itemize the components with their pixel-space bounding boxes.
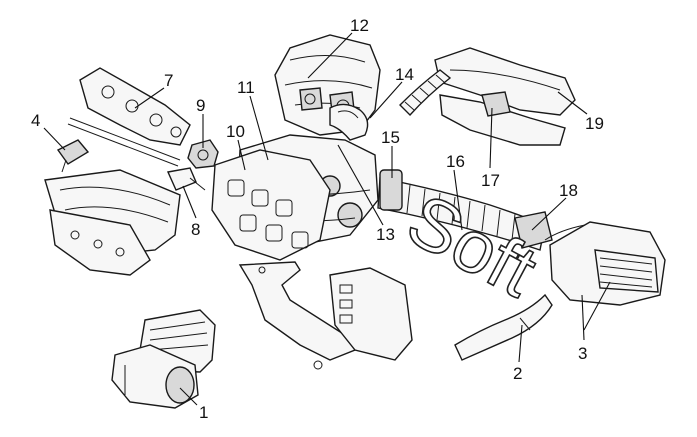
hose-clamp-part-15 [379,169,403,211]
callout-11: 11 [237,78,255,97]
callout-16: 16 [446,152,465,171]
callout-1: 1 [199,403,208,422]
leader-3 [581,294,585,341]
sensor-part-9 [187,139,219,169]
junction-part-18 [514,211,553,249]
leader-17 [489,107,493,169]
leader-7 [134,87,165,109]
leader-19 [557,91,588,115]
leader-14 [369,81,403,119]
leader-4 [43,127,66,151]
leader-16 [453,169,463,231]
hose-part-14 [329,103,369,141]
injector-part-4 [56,139,90,173]
air-duct-part-19 [434,47,576,146]
callout-19: 19 [585,114,604,133]
callout-2: 2 [513,364,522,383]
air-filter-housing-part-3 [544,221,666,306]
leader-2 [518,324,523,363]
valve-part-17 [481,91,511,117]
fuel-rail-part-7 [67,67,191,167]
callout-12: 12 [350,16,369,35]
leader-12 [307,32,353,79]
leader-3b [583,281,611,331]
leader-13 [337,144,384,226]
callout-10: 10 [226,122,245,141]
callout-18: 18 [559,181,578,200]
callout-13: 13 [376,225,395,244]
breather-hose [399,69,452,117]
callout-8: 8 [191,220,200,239]
callout-17: 17 [481,171,500,190]
callout-9: 9 [196,96,205,115]
callout-labels: 1 2 3 4 7 8 9 10 11 12 13 14 15 16 17 18… [31,16,604,422]
heat-shield [329,267,413,361]
callout-3: 3 [578,344,587,363]
leader-10 [237,139,246,171]
callout-7: 7 [164,71,173,90]
air-hose-part-2 [454,293,553,361]
manifold-gasket-part-10 [211,149,331,261]
callout-14: 14 [395,65,414,84]
leader-1 [179,387,198,406]
starter-motor-part-1 [111,309,216,409]
leader-18 [531,197,567,231]
leader-8 [182,185,197,219]
head-cover [44,169,181,276]
callout-15: 15 [381,128,400,147]
connector-part-8 [166,167,206,191]
leader-11 [249,95,269,161]
callout-4: 4 [31,111,40,130]
leader-lines [43,32,611,406]
